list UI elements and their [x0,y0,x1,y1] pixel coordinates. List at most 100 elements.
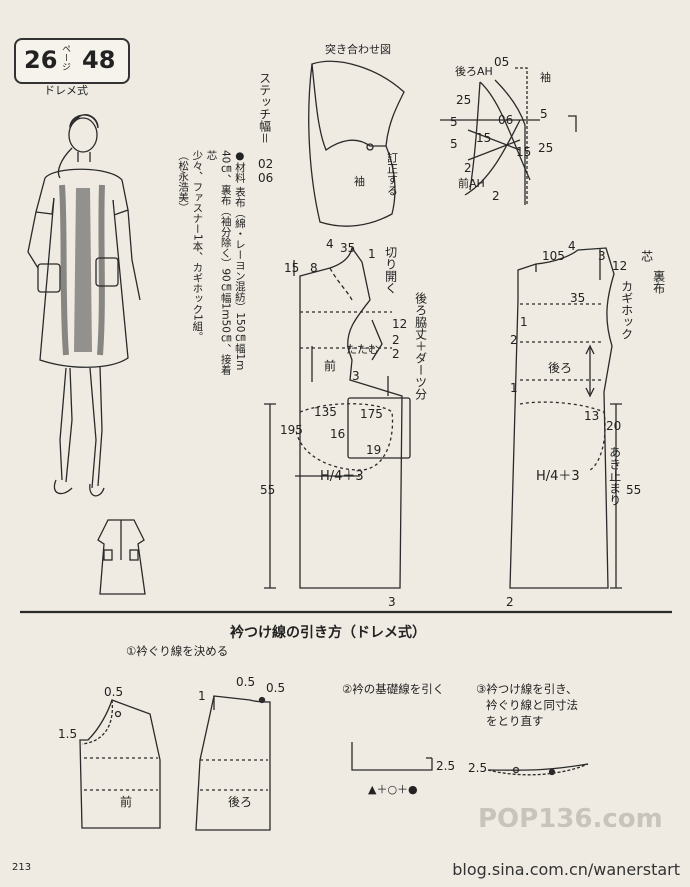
ah-num-11: 2 [492,189,500,203]
blog-watermark: blog.sina.com.cn/wanerstart [452,860,680,879]
back-num-4: 4 [568,239,576,253]
back-num-1a: 1 [520,315,528,329]
materials-line-3: 少々、ファスナー1本、カギホック1組。 [191,150,204,342]
logo-watermark: POP136.com [478,804,663,834]
front-num-16: 16 [330,427,346,441]
collar-step-1: ①衿ぐり線を決める [126,644,229,658]
back-num-1b: 1 [510,381,518,395]
ah-num-8: 15 [516,145,532,159]
collar-value-25a: 2.5 [436,759,456,773]
back-num-13: 13 [584,409,600,423]
stitch-value-2: 06 [258,171,274,185]
front-label: 前 [324,359,337,373]
back-view-sketch [97,519,146,595]
correct-label: 訂正する [385,152,399,196]
collar-step-2: ②衿の基礎線を引く [342,682,445,696]
armhole-diagram [440,67,577,205]
back-num-55: 55 [626,483,642,497]
zip-stop-label: あき止まり [607,446,622,506]
front-num-1: 1 [368,247,376,261]
stitch-value-1: 02 [258,157,274,171]
ah-num-9: 25 [538,141,554,155]
page-number: 48 [82,46,116,74]
ah-num-7: 5 [450,137,458,151]
back-pattern [509,247,622,589]
front-num-4: 4 [326,237,334,251]
ah-num-10: 2 [464,161,472,175]
front-num-175: 175 [360,407,383,421]
collar-value-1: 1 [198,689,206,703]
front-num-55: 55 [260,483,276,497]
lining-label: 裏布 [651,270,666,294]
collar-step-3-line-3: をとり直す [486,714,544,728]
model-number: 26 [24,46,58,74]
page-number-footer: 213 [12,862,32,873]
back-hip-formula: H/4＋3 [536,469,580,484]
collar-back-label: 後ろ [228,795,253,809]
front-pattern [264,246,411,589]
collar-value-05c: 0.5 [266,681,286,695]
designer-name: （松永浩美） [177,150,190,213]
back-num-2: 2 [510,333,518,347]
front-fold-label: たたむ [346,343,379,356]
back-label: 後ろ [548,361,573,375]
materials-line-1: 表布（綿・レーヨン混紡）150㎝幅1m [233,186,246,371]
ah-num-6: 5 [540,107,548,121]
armhole-sleeve-label: 袖 [540,71,551,84]
back-num-105: 105 [542,249,565,263]
front-num-2b: 2 [392,347,400,361]
materials-list: ●材料 表布（綿・レーヨン混紡）150㎝幅1m 40㎝、裏布（袖分除く）90㎝幅… [176,150,247,380]
front-num-19: 19 [366,443,382,457]
collar-step-3-line-1: ③衿つけ線を引き、 [476,682,578,696]
front-hip-formula: H/4＋3 [320,469,364,484]
collar-section-title: 衿つけ線の引き方（ドレメ式） [230,625,426,641]
collar-front-sketch [79,699,161,829]
back-side-length-note: 後ろ脇丈＋ダーツ分 [413,292,428,400]
front-ah-label: 前AH [458,177,485,190]
front-num-3: 3 [352,369,360,383]
sleeve-joining-diagram [308,60,405,227]
collar-formula: ▲＋○＋● [368,783,418,796]
front-num-bottom: 3 [388,595,396,609]
ah-num-3: 5 [450,115,458,129]
collar-value-05a: 0.5 [104,685,124,699]
ah-num-5: 06 [498,113,514,127]
collar-back-sketch [195,695,271,831]
collar-value-15: 1.5 [58,727,78,741]
back-ah-label: 後ろAH [455,65,493,78]
front-num-8: 8 [310,261,318,275]
stitch-width-label: ステッチ幅＝ [257,72,272,145]
pattern-number-badge: 26 ページ 48 [14,38,130,84]
back-num-bottom: 2 [506,595,514,609]
front-num-135: 135 [314,405,337,419]
collar-value-25b: 2.5 [468,761,488,775]
dress-illustration [27,114,141,497]
sleeve-join-title: 突き合わせ図 [325,43,391,56]
hook-label: カギホック [619,280,634,340]
collar-front-label: 前 [120,795,133,809]
back-num-12: 12 [612,259,628,273]
front-num-2a: 2 [392,333,400,347]
materials-heading: ●材料 [233,150,246,183]
drafting-method: ドレメ式 [44,84,88,97]
page-label: ページ [60,44,70,71]
collar-value-05b: 0.5 [236,675,256,689]
sleeve-label: 袖 [354,175,365,188]
collar-base-line [351,742,433,771]
front-num-35: 35 [340,241,356,255]
collar-step-3-line-2: 衿ぐり線と同寸法 [486,698,578,712]
ah-num-4: 15 [476,131,492,145]
back-num-35: 35 [570,291,586,305]
front-num-15: 15 [284,261,300,275]
back-num-3: 3 [598,249,606,263]
back-num-20: 20 [606,419,622,433]
interfacing-label: 芯 [639,250,654,262]
ah-num-2: 25 [456,93,472,107]
front-num-195: 195 [280,423,303,437]
front-num-12: 12 [392,317,408,331]
collar-attach-line [487,763,589,776]
front-slit-label: 切り開く [383,246,398,294]
ah-num-1: 05 [494,55,510,69]
materials-line-2: 40㎝、裏布（袖分除く）90㎝幅1m50㎝、接着芯 [205,150,232,375]
